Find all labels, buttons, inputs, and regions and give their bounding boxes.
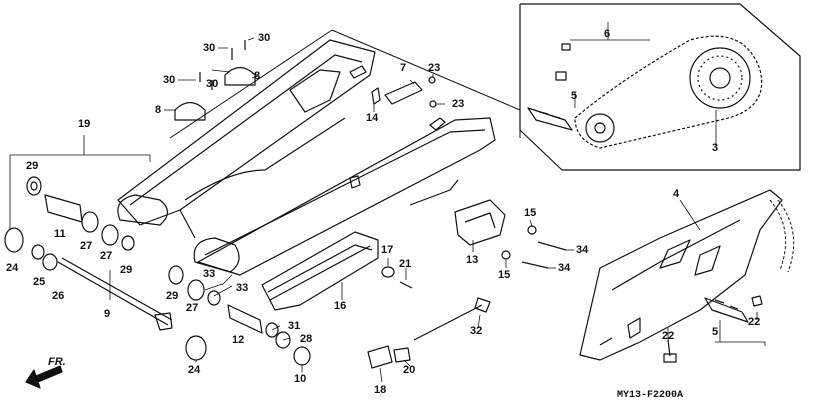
callout-29: 29: [26, 160, 39, 172]
callout-29: 29: [166, 290, 179, 302]
callout-15: 15: [524, 207, 537, 219]
callout-12: 12: [232, 334, 245, 346]
callout-14: 14: [366, 112, 379, 124]
leader-lines: [9, 22, 766, 383]
bolts-34: [501, 225, 567, 269]
pivot-hardware-right: [168, 265, 311, 366]
callout-30: 30: [203, 42, 216, 54]
callout-11: 11: [54, 228, 66, 240]
callout-5: 5: [712, 326, 719, 338]
chain-guide-bracket: [454, 199, 506, 246]
callout-23: 23: [428, 62, 441, 74]
bolt-21-17: [381, 266, 413, 289]
callout-22: 22: [662, 330, 675, 342]
callout-23: 23: [452, 98, 465, 110]
bracket-18-assembly: [367, 345, 411, 369]
callout-31: 31: [288, 320, 301, 332]
callout-28: 28: [300, 333, 313, 345]
callout-16: 16: [334, 300, 347, 312]
joint-plate-lower: [704, 297, 749, 323]
callout-27: 27: [100, 250, 113, 262]
pivot-bolt: [57, 257, 173, 331]
callout-33: 33: [236, 282, 249, 294]
callout-5: 5: [571, 90, 578, 102]
callout-29: 29: [120, 264, 133, 276]
callout-34: 34: [558, 262, 571, 274]
callout-3: 3: [712, 142, 719, 154]
callout-10: 10: [294, 373, 307, 385]
callout-33: 33: [203, 268, 216, 280]
callout-24: 24: [188, 364, 201, 376]
callout-8: 8: [254, 70, 261, 82]
drive-chain-partial: [769, 199, 795, 273]
callout-27: 27: [80, 240, 93, 252]
callout-17: 17: [381, 244, 394, 256]
callout-24: 24: [6, 262, 19, 274]
callout-26: 26: [52, 290, 65, 302]
callout-21: 21: [399, 258, 412, 270]
brackets-and-bolts-top: [174, 40, 256, 121]
callout-8: 8: [155, 104, 162, 116]
chain-kit-inset: [519, 3, 801, 171]
callout-18: 18: [374, 384, 387, 396]
bolt-32: [413, 297, 491, 341]
callout-25: 25: [33, 276, 46, 288]
callout-30: 30: [163, 74, 176, 86]
callout-19: 19: [78, 118, 91, 130]
diagram-code: MY13-F2200A: [617, 390, 684, 401]
callout-20: 20: [403, 364, 416, 376]
callout-6: 6: [604, 28, 611, 40]
front-direction-arrow: [25, 365, 63, 389]
chain-case: [579, 189, 783, 361]
callout-9: 9: [104, 308, 111, 320]
callout-22: 22: [748, 316, 761, 328]
callout-7: 7: [400, 62, 407, 74]
callout-34: 34: [576, 244, 589, 256]
bolt-22: [663, 295, 763, 363]
bracket-7-assembly: [371, 76, 437, 108]
callout-4: 4: [673, 188, 680, 200]
front-direction-label: FR.: [48, 356, 66, 368]
callout-32: 32: [470, 325, 483, 337]
callout-27: 27: [186, 302, 199, 314]
chain-slider: [261, 231, 379, 311]
callout-15: 15: [498, 269, 511, 281]
pivot-hardware-left: [4, 176, 135, 271]
callout-30: 30: [258, 32, 271, 44]
swingarm: [117, 39, 496, 276]
callout-30: 30: [206, 78, 219, 90]
callout-13: 13: [466, 254, 479, 266]
